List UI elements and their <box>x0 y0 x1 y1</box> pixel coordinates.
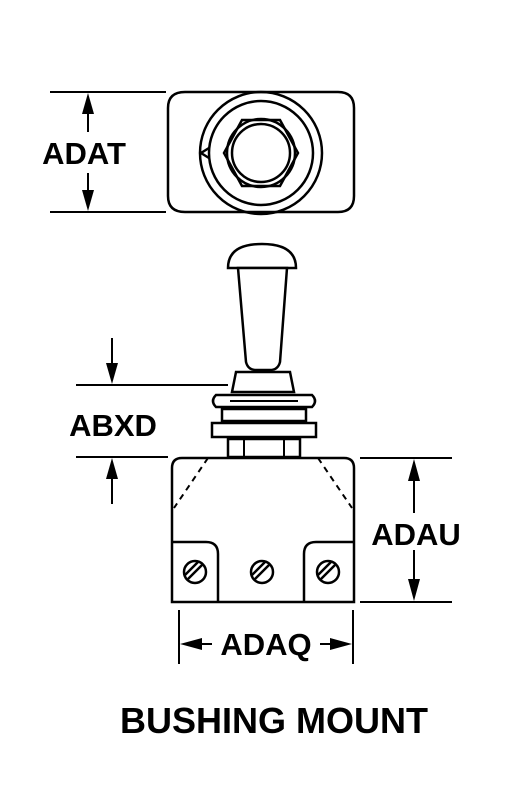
dimension-adat: ADAT <box>42 91 166 213</box>
screw-left <box>182 559 208 585</box>
label-adau: ADAU <box>371 517 461 552</box>
lever-shaft <box>236 266 289 372</box>
terminal-right <box>302 540 354 602</box>
label-adat: ADAT <box>42 136 126 171</box>
switch-body <box>170 456 356 604</box>
top-view <box>166 90 356 216</box>
lever-knob <box>226 242 298 270</box>
dimension-adaq: ADAQ <box>178 610 354 664</box>
label-abxd: ABXD <box>69 408 157 443</box>
screw-right <box>315 559 341 585</box>
dimension-abxd: ABXD <box>69 338 228 504</box>
diagram-caption: BUSHING MOUNT <box>120 700 428 741</box>
side-view <box>170 242 356 604</box>
dimension-adau: ADAU <box>360 457 461 603</box>
screw-center <box>249 559 275 585</box>
label-adaq: ADAQ <box>220 627 311 662</box>
terminal-left <box>172 540 220 602</box>
